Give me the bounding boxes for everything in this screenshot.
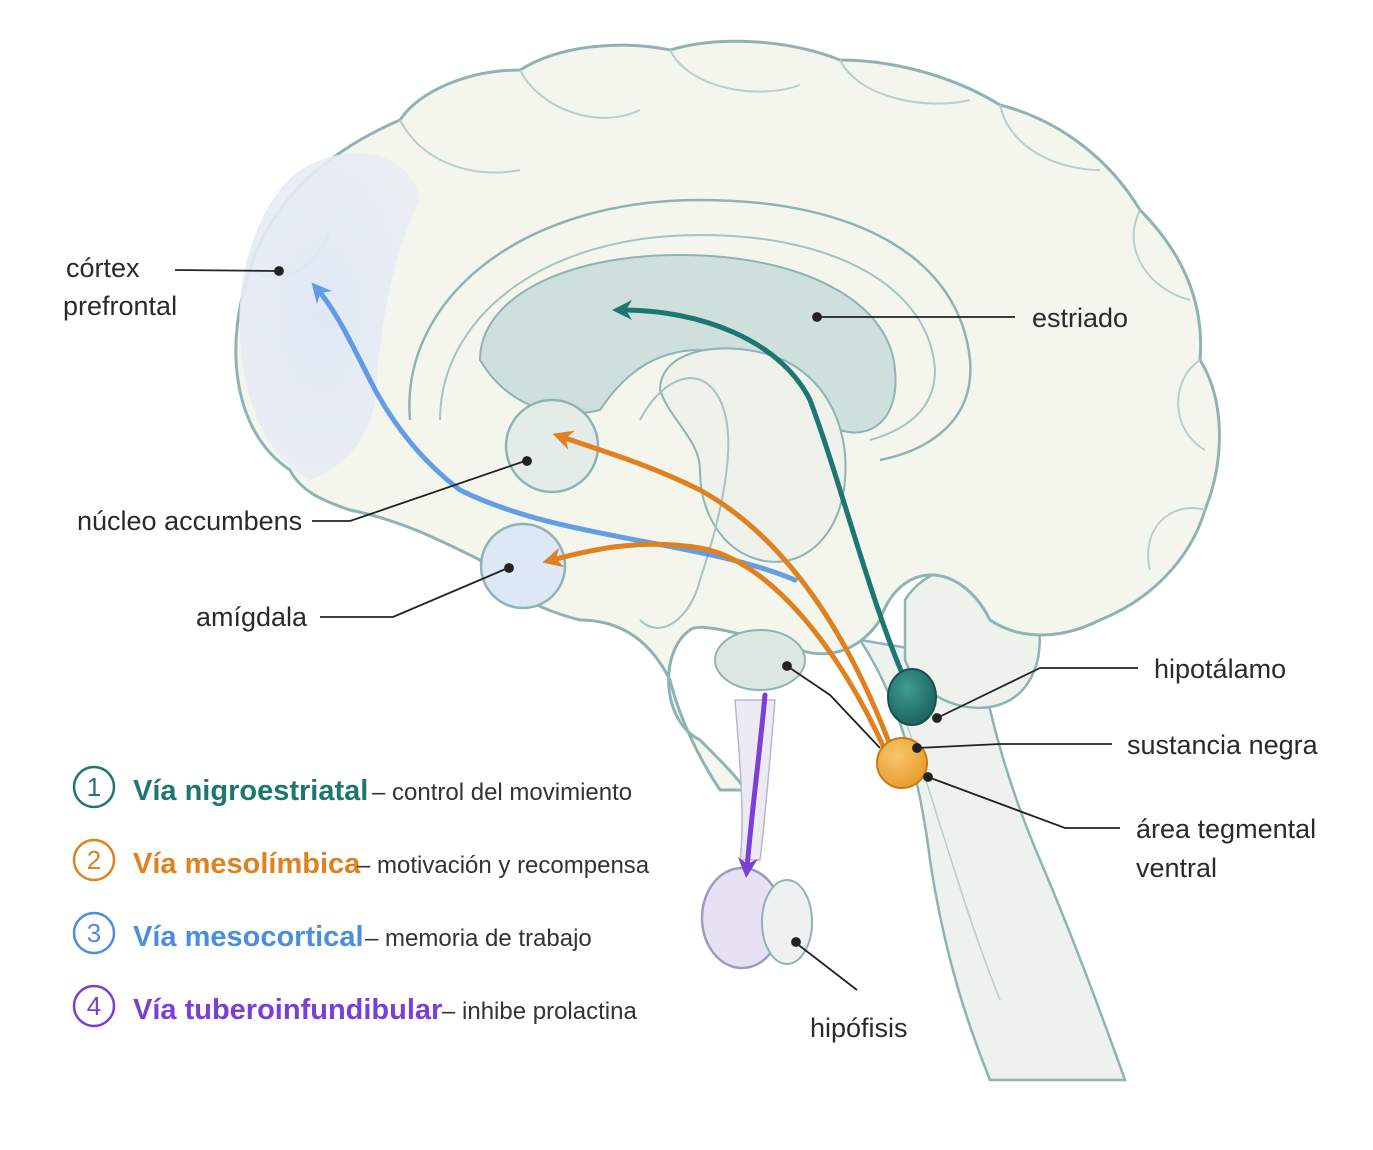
legend-name: Vía mesocortical bbox=[133, 921, 364, 953]
legend-number-circle bbox=[72, 838, 116, 882]
pathway-tuberoinfundibular bbox=[737, 692, 768, 878]
corpus-callosum-outer bbox=[408, 198, 972, 462]
legend-name: Vía mesolímbica bbox=[133, 848, 361, 880]
nucleus-accumbens-structure bbox=[504, 398, 600, 494]
label-amigdala: amígdala bbox=[196, 602, 308, 632]
label-area-tegmental-1: área tegmental bbox=[1136, 814, 1316, 844]
leader-lines bbox=[174, 266, 1138, 991]
legend-number: 2 bbox=[87, 845, 101, 875]
legend-item-1: 1 Vía nigroestriatal – control del movim… bbox=[72, 765, 632, 809]
legend-name: Vía tuberoinfundibular bbox=[133, 994, 442, 1026]
legend-item-2: 2 Vía mesolímbica – motivación y recompe… bbox=[72, 838, 650, 882]
corpus-callosum-inner bbox=[439, 233, 937, 441]
legend-desc: – memoria de trabajo bbox=[365, 925, 592, 952]
prefrontal-cortex-region bbox=[239, 153, 420, 480]
legend-number: 3 bbox=[87, 918, 101, 948]
legend-number-circle bbox=[72, 984, 116, 1028]
label-nucleo-accumbens: núcleo accumbens bbox=[77, 506, 302, 536]
hypothalamus-structure bbox=[714, 629, 806, 691]
pituitary-posterior bbox=[761, 879, 813, 965]
legend-number: 4 bbox=[87, 991, 101, 1021]
legend-desc: – control del movimiento bbox=[372, 779, 632, 806]
label-cortex-prefrontal-1: córtex bbox=[66, 253, 140, 283]
legend-number: 1 bbox=[87, 772, 101, 802]
legend-number-circle bbox=[72, 911, 116, 955]
label-hipotalamo: hipotálamo bbox=[1154, 654, 1286, 684]
thalamus-region bbox=[658, 347, 847, 563]
amygdala-structure bbox=[479, 522, 567, 610]
legend-item-4: 4 Vía tuberoinfundibular – inhibe prolac… bbox=[72, 984, 637, 1028]
label-estriado: estriado bbox=[1032, 303, 1128, 333]
pathway-mesolimbic-accumbens bbox=[552, 430, 893, 748]
legend-desc: – motivación y recompensa bbox=[357, 852, 650, 879]
legend-desc: – inhibe prolactina bbox=[442, 998, 637, 1025]
substantia-nigra-node bbox=[887, 668, 937, 726]
legend-name: Vía nigroestriatal bbox=[133, 775, 368, 807]
legend: 1 Vía nigroestriatal – control del movim… bbox=[72, 765, 650, 1028]
label-area-tegmental-2: ventral bbox=[1136, 853, 1217, 883]
pathway-nigrostriatal bbox=[612, 300, 908, 683]
legend-number-circle bbox=[72, 765, 116, 809]
label-sustancia-negra: sustancia negra bbox=[1127, 730, 1319, 760]
label-cortex-prefrontal-2: prefrontal bbox=[63, 291, 177, 321]
legend-item-3: 3 Vía mesocortical – memoria de trabajo bbox=[72, 911, 592, 955]
brainstem bbox=[857, 638, 1127, 1082]
label-hipofisis: hipófisis bbox=[810, 1013, 908, 1043]
fornix bbox=[639, 377, 730, 629]
pathway-mesolimbic-amygdala bbox=[542, 541, 888, 753]
